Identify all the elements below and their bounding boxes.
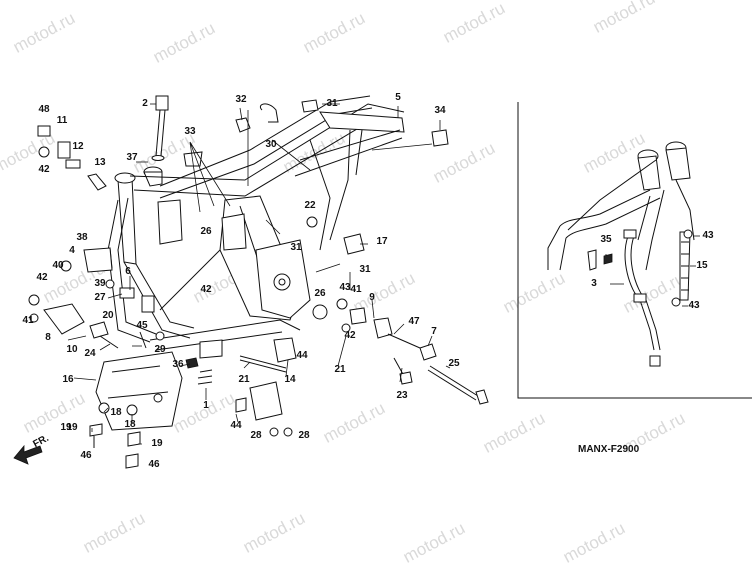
part-callout: 48 <box>38 104 50 115</box>
part-callout: 37 <box>126 152 138 163</box>
part-callout: 35 <box>600 234 612 245</box>
part-callout: 24 <box>84 348 96 359</box>
part-callout: 38 <box>76 232 88 243</box>
part-callout: 7 <box>431 326 437 337</box>
part-callout: 45 <box>136 320 148 331</box>
part-callout: 43 <box>688 300 700 311</box>
part-callout: 41 <box>22 315 34 326</box>
part-callout: 15 <box>696 260 708 271</box>
diagram-code: MANX-F2900 <box>578 444 640 455</box>
part-callout: 31 <box>359 264 371 275</box>
part-callout: 40 <box>52 260 64 271</box>
part-callout: 27 <box>94 292 106 303</box>
part-callout: 46 <box>80 450 92 461</box>
part-callout: 20 <box>102 310 114 321</box>
part-callout: 8 <box>45 332 51 343</box>
part-callout: 1 <box>203 400 209 411</box>
part-callout: 41 <box>350 284 362 295</box>
part-callout: 21 <box>334 364 346 375</box>
part-callout: 13 <box>94 157 106 168</box>
part-callout: 18 <box>124 419 136 430</box>
part-callout: 5 <box>395 92 401 103</box>
part-callout: 16 <box>62 374 74 385</box>
part-callout: 28 <box>298 430 310 441</box>
part-callout: 6 <box>125 266 131 277</box>
part-callout: 31 <box>290 242 302 253</box>
part-callout: 39 <box>94 278 106 289</box>
part-callout: 26 <box>200 226 212 237</box>
part-callout: 32 <box>235 94 247 105</box>
part-callout: 44 <box>296 350 308 361</box>
part-callout: 42 <box>36 272 48 283</box>
part-callout: 14 <box>284 374 296 385</box>
part-callout: 12 <box>72 141 84 152</box>
leader-lines <box>67 103 451 445</box>
part-callout: 33 <box>184 126 196 137</box>
part-callout: 19 <box>151 438 163 449</box>
part-callout: 43 <box>339 282 351 293</box>
part-callout: 43 <box>702 230 714 241</box>
part-callout: 31 <box>326 98 338 109</box>
part-callout: 25 <box>448 358 460 369</box>
part-callout: 22 <box>304 200 316 211</box>
inset-border <box>517 102 752 399</box>
part-callout: 10 <box>66 344 78 355</box>
part-callout: 42 <box>38 164 50 175</box>
part-callout: 36 <box>172 359 184 370</box>
part-callout: 26 <box>314 288 326 299</box>
part-callout: 3 <box>591 278 597 289</box>
part-callout: 42 <box>344 330 356 341</box>
part-callout: 17 <box>376 236 388 247</box>
part-callout: 19 <box>66 422 78 433</box>
small-parts <box>13 95 489 469</box>
part-callout: 19 <box>60 422 72 433</box>
part-callout: 9 <box>369 292 375 303</box>
part-callout: 42 <box>200 284 212 295</box>
part-callout: 23 <box>396 390 408 401</box>
part-callout: 46 <box>148 459 160 470</box>
part-callout: 18 <box>110 407 122 418</box>
part-callout: 2 <box>142 98 148 109</box>
part-callout: 28 <box>250 430 262 441</box>
part-callout: 11 <box>56 115 68 126</box>
part-callout: 34 <box>434 105 446 116</box>
main-frame <box>89 95 405 359</box>
part-callout: 30 <box>265 139 277 150</box>
part-callout: 21 <box>238 374 250 385</box>
part-callout: 4 <box>69 245 75 256</box>
inset-frame <box>547 141 700 367</box>
part-callout: 29 <box>154 344 166 355</box>
part-callout: 47 <box>408 316 420 327</box>
part-callout: 44 <box>230 420 242 431</box>
